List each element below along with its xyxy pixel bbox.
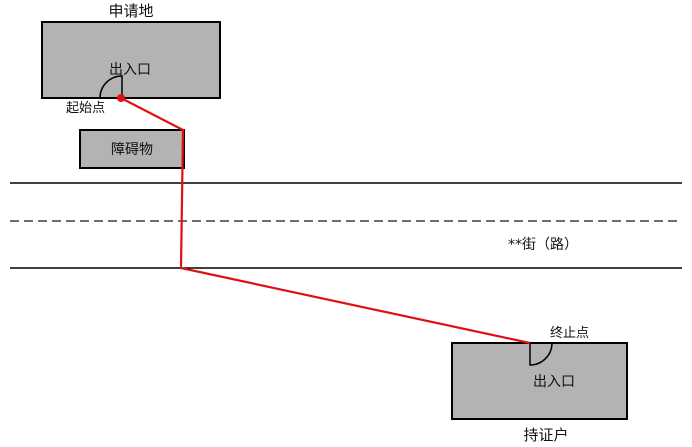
start-point-label: 起始点: [66, 101, 105, 116]
entrance-bottom-label: 出入口: [533, 374, 575, 390]
street-label: **街（路）: [508, 237, 578, 253]
door-top-icon: [99, 75, 123, 99]
obstacle-label: 障碍物: [111, 142, 153, 158]
obstacle-box: [79, 129, 185, 169]
end-point-label: 终止点: [550, 325, 589, 341]
route-line: [120, 97, 531, 345]
door-bottom-icon: [529, 342, 553, 366]
permit-holder-label: 持证户: [523, 426, 568, 444]
start-point-marker: [117, 94, 125, 102]
permit-holder-box: [451, 342, 628, 420]
entrance-top-label: 出入口: [109, 62, 151, 78]
applicant-site-label: 申请地: [108, 2, 153, 20]
applicant-site-box: [41, 21, 221, 99]
